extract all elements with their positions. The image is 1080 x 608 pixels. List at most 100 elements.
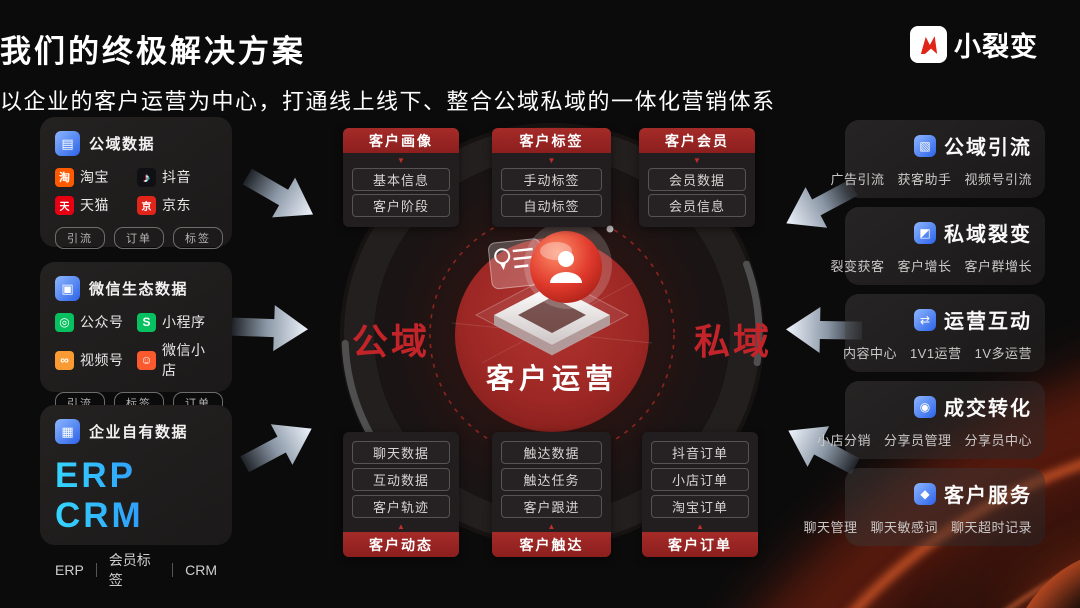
platform-douyin: ♪ 抖音 bbox=[137, 167, 217, 187]
platform-label: 京东 bbox=[162, 197, 191, 213]
clipboard-icon: ▤ bbox=[55, 131, 80, 156]
feature-label: 分享员中心 bbox=[964, 433, 1032, 448]
box-customer-profile: 客户画像 ▼ 基本信息 客户阶段 bbox=[343, 128, 459, 227]
box-customer-dynamics: 聊天数据 互动数据 客户轨迹 ▲ 客户动态 bbox=[343, 432, 459, 557]
platform-label: 抖音 bbox=[162, 169, 191, 185]
feature-label: 分享员管理 bbox=[883, 433, 952, 448]
feature-label: 聊天超时记录 bbox=[950, 520, 1032, 535]
panel-deal-conversion: ◉ 成交转化 小店分销 分享员管理 分享员中心 bbox=[817, 381, 1045, 459]
box-header: 客户会员 bbox=[639, 128, 755, 153]
box-item: 淘宝订单 bbox=[651, 495, 749, 518]
platform-video-channel: ∞ 视频号 bbox=[55, 340, 135, 380]
box-customer-orders: 抖音订单 小店订单 淘宝订单 ▲ 客户订单 bbox=[642, 432, 758, 557]
box-footer: 客户订单 bbox=[642, 532, 758, 557]
box-item: 互动数据 bbox=[352, 468, 450, 491]
panel-title: 私域裂变 bbox=[944, 224, 1032, 246]
platform-label: 公众号 bbox=[80, 314, 124, 330]
box-item: 客户阶段 bbox=[352, 194, 450, 217]
platform-mini-program: S 小程序 bbox=[137, 312, 217, 332]
exchange-icon: ⇄ bbox=[914, 308, 936, 331]
tag-pill: 订单 bbox=[114, 227, 164, 249]
panel-title: 公域引流 bbox=[944, 137, 1032, 159]
flow-arrow-left-icon bbox=[786, 179, 858, 228]
panel-operation-interaction: ⇄ 运营互动 内容中心 1V1运营 1V多运营 bbox=[843, 294, 1045, 372]
flow-arrow-right-icon bbox=[231, 305, 308, 352]
feature-label: 小店分销 bbox=[816, 433, 871, 448]
xiaoliebian-logo-icon bbox=[910, 26, 947, 63]
feature-label: 聊天敏感词 bbox=[870, 520, 938, 535]
core-label: 客户运营 bbox=[485, 363, 618, 394]
box-footer: 客户触达 bbox=[492, 532, 611, 557]
platform-jd: 京 京东 bbox=[137, 195, 217, 215]
erp-crm-wordmark: ERP CRM bbox=[55, 456, 217, 536]
wechat-store-icon: ☺ bbox=[137, 350, 156, 370]
panel-title: 微信生态数据 bbox=[89, 281, 189, 298]
box-item: 手动标签 bbox=[501, 168, 602, 191]
page-title: 我们的终极解决方案 bbox=[0, 34, 306, 69]
platform-taobao: 淘 淘宝 bbox=[55, 167, 135, 187]
page-subtitle: 以企业的客户运营为中心，打通线上线下、整合公域私域的一体化营销体系 bbox=[0, 89, 776, 114]
public-domain-label: 公域 bbox=[352, 321, 431, 362]
box-item: 客户轨迹 bbox=[352, 495, 450, 518]
taobao-icon: 淘 bbox=[55, 167, 74, 187]
arrow-down-icon: ▼ bbox=[397, 156, 405, 165]
box-header: 客户画像 bbox=[343, 128, 459, 153]
jd-icon: 京 bbox=[137, 195, 156, 215]
panel-title: 成交转化 bbox=[944, 398, 1032, 420]
panel-private-fission: ◩ 私域裂变 裂变获客 客户增长 客户群增长 bbox=[830, 207, 1045, 285]
feature-label: 裂变获客 bbox=[830, 259, 885, 274]
divider bbox=[172, 563, 174, 577]
box-item: 客户跟进 bbox=[501, 495, 602, 518]
footer-item: CRM bbox=[185, 562, 217, 578]
box-item: 会员信息 bbox=[648, 194, 746, 217]
folder-data-icon: ▦ bbox=[55, 419, 80, 444]
platform-official-account: ◎ 公众号 bbox=[55, 312, 135, 332]
feature-label: 广告引流 bbox=[830, 172, 885, 187]
panel-enterprise-own-data: ▦ 企业自有数据 ERP CRM ERP 会员标签 CRM bbox=[40, 405, 232, 588]
feature-label: 客户增长 bbox=[897, 259, 952, 274]
panel-title: 公域数据 bbox=[89, 136, 156, 153]
traffic-doc-icon: ▧ bbox=[914, 134, 936, 157]
private-domain-label: 私域 bbox=[694, 321, 773, 362]
brand-logo: 小裂变 bbox=[910, 25, 1038, 64]
platform-label: 天猫 bbox=[80, 197, 109, 213]
customer-operation-illustration bbox=[451, 221, 653, 364]
arrow-down-icon: ▼ bbox=[547, 156, 556, 165]
panel-customer-service: ◆ 客户服务 聊天管理 聊天敏感词 聊天超时记录 bbox=[803, 468, 1045, 546]
panel-title: 运营互动 bbox=[944, 311, 1032, 333]
tag-pill: 标签 bbox=[173, 227, 223, 249]
video-channel-icon: ∞ bbox=[55, 350, 74, 370]
platform-label: 微信小店 bbox=[162, 342, 206, 378]
box-customer-reach: 触达数据 触达任务 客户跟进 ▲ 客户触达 bbox=[492, 432, 611, 557]
feature-label: 1V多运营 bbox=[974, 346, 1032, 361]
footer-item: 会员标签 bbox=[108, 552, 151, 588]
flow-arrow-left-icon bbox=[788, 426, 860, 475]
platform-label: 淘宝 bbox=[80, 169, 109, 185]
flow-arrow-left-icon bbox=[786, 306, 863, 353]
divider bbox=[95, 563, 97, 577]
mini-program-icon: S bbox=[137, 312, 156, 332]
panel-wechat-ecosystem-data: ▣ 微信生态数据 ◎ 公众号 S 小程序 ∞ 视频号 ☺ 微信小店 引流 标签 bbox=[40, 262, 232, 414]
arrow-up-icon: ▲ bbox=[696, 522, 704, 531]
box-item: 聊天数据 bbox=[352, 441, 450, 464]
box-header: 客户标签 bbox=[492, 128, 611, 153]
platform-label: 小程序 bbox=[162, 314, 206, 330]
feature-label: 获客助手 bbox=[897, 172, 952, 187]
panel-title: 客户服务 bbox=[944, 485, 1032, 507]
feature-label: 客户群增长 bbox=[964, 259, 1032, 274]
box-item: 自动标签 bbox=[501, 194, 602, 217]
gem-icon: ◆ bbox=[914, 482, 936, 505]
monitor-icon: ▣ bbox=[55, 276, 80, 301]
box-item: 基本信息 bbox=[352, 168, 450, 191]
tmall-icon: 天 bbox=[55, 195, 74, 215]
box-item: 触达数据 bbox=[501, 441, 602, 464]
conversion-doc-icon: ◉ bbox=[914, 395, 936, 418]
box-customer-tags: 客户标签 ▼ 手动标签 自动标签 bbox=[492, 128, 611, 227]
platform-wechat-store: ☺ 微信小店 bbox=[137, 340, 217, 380]
box-customer-membership: 客户会员 ▼ 会员数据 会员信息 bbox=[639, 128, 755, 227]
arrow-up-icon: ▲ bbox=[397, 522, 405, 531]
platform-tmall: 天 天猫 bbox=[55, 195, 135, 215]
arrow-up-icon: ▲ bbox=[547, 522, 556, 531]
shield-person-icon: ◩ bbox=[914, 221, 936, 244]
